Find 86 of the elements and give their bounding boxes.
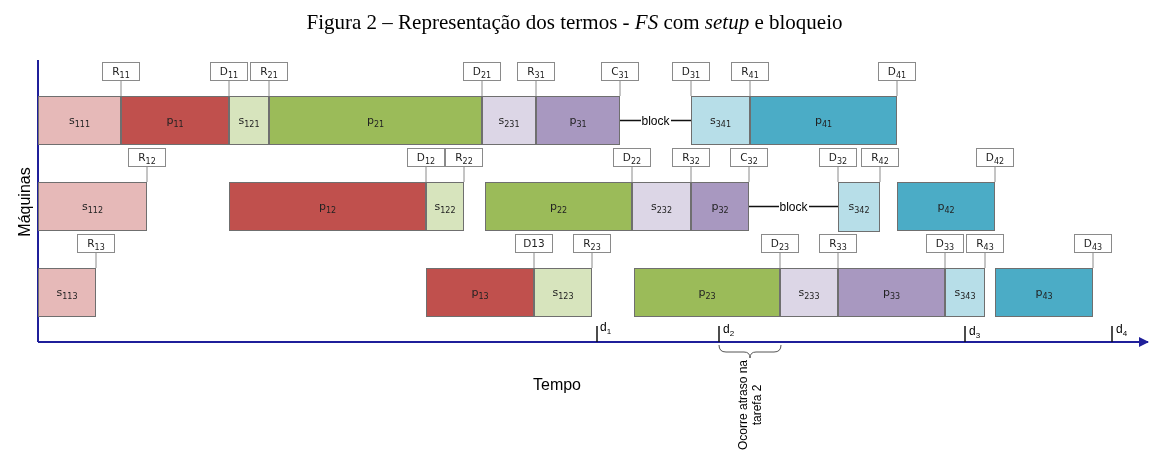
leader-line xyxy=(690,80,692,97)
time-marker-label: R$_{22}$ xyxy=(445,148,483,167)
tick-label: d$_{2}$ xyxy=(723,322,735,339)
task-bar: p$_{21}$ xyxy=(269,96,482,145)
leader-line xyxy=(984,252,986,269)
time-marker-label: R$_{41}$ xyxy=(731,62,769,81)
leader-line xyxy=(749,80,751,97)
time-marker-label: D$_{31}$ xyxy=(672,62,710,81)
task-bar: p$_{11}$ xyxy=(121,96,229,145)
time-marker-label: D$_{23}$ xyxy=(761,234,799,253)
leader-line xyxy=(779,252,781,269)
task-bar: p$_{41}$ xyxy=(750,96,897,145)
edge-label: block xyxy=(640,113,671,128)
task-bar: p$_{43}$ xyxy=(995,268,1093,317)
time-marker-label: D$_{42}$ xyxy=(976,148,1014,167)
task-bar: p$_{12}$ xyxy=(229,182,426,231)
leader-line xyxy=(690,166,692,183)
edge-label: block xyxy=(778,199,809,214)
task-bar: s$_{112}$ xyxy=(38,182,147,231)
leader-line xyxy=(837,252,839,269)
time-marker-label: C$_{32}$ xyxy=(730,148,768,167)
task-bar: s$_{111}$ xyxy=(38,96,121,145)
annotation-text: Ocorre atraso na tarefa 2 xyxy=(736,359,764,452)
task-bar: p$_{23}$ xyxy=(634,268,780,317)
task-bar: p$_{13}$ xyxy=(426,268,534,317)
time-marker-label: D$_{43}$ xyxy=(1074,234,1112,253)
tick-label: d$_{4}$ xyxy=(1116,322,1128,339)
leader-line xyxy=(463,166,465,183)
leader-line xyxy=(95,252,97,269)
time-marker-label: D$_{12}$ xyxy=(407,148,445,167)
task-bar: p$_{31}$ xyxy=(536,96,620,145)
leader-line xyxy=(533,252,535,269)
task-bar: p$_{32}$ xyxy=(691,182,749,231)
leader-line xyxy=(425,166,427,183)
leader-line xyxy=(944,252,946,269)
time-marker-label: R$_{23}$ xyxy=(573,234,611,253)
time-marker-label: D$_{33}$ xyxy=(926,234,964,253)
task-bar: p$_{42}$ xyxy=(897,182,995,231)
task-bar: s$_{342}$ xyxy=(838,182,880,232)
tick-label: d$_{1}$ xyxy=(600,320,612,337)
time-marker-label: D$_{11}$ xyxy=(210,62,248,81)
leader-line xyxy=(748,166,750,183)
leader-line xyxy=(619,80,621,97)
task-bar: s$_{231}$ xyxy=(482,96,536,145)
time-marker-label: R$_{13}$ xyxy=(77,234,115,253)
leader-line xyxy=(268,80,270,97)
task-bar: s$_{232}$ xyxy=(632,182,691,231)
leader-line xyxy=(879,166,881,183)
time-marker-label: D$_{21}$ xyxy=(463,62,501,81)
time-marker-label: R$_{11}$ xyxy=(102,62,140,81)
task-bar: s$_{113}$ xyxy=(38,268,96,317)
time-marker-label: D$_{32}$ xyxy=(819,148,857,167)
time-marker-label: D$_{22}$ xyxy=(613,148,651,167)
time-marker-label: C$_{31}$ xyxy=(601,62,639,81)
time-marker-label: R$_{33}$ xyxy=(819,234,857,253)
leader-line xyxy=(481,80,483,97)
time-marker-label: R$_{32}$ xyxy=(672,148,710,167)
leader-line xyxy=(591,252,593,269)
time-marker-label: R$_{43}$ xyxy=(966,234,1004,253)
leader-line xyxy=(228,80,230,97)
tick-label: d$_{3}$ xyxy=(969,324,981,341)
leader-line xyxy=(631,166,633,183)
time-marker-label: D13 xyxy=(515,234,553,253)
time-marker-label: R$_{31}$ xyxy=(517,62,555,81)
task-bar: s$_{341}$ xyxy=(691,96,750,145)
task-bar: s$_{343}$ xyxy=(945,268,985,317)
leader-line xyxy=(1092,252,1094,269)
leader-line xyxy=(994,166,996,183)
time-marker-label: R$_{21}$ xyxy=(250,62,288,81)
task-bar: s$_{233}$ xyxy=(780,268,838,317)
leader-line xyxy=(535,80,537,97)
leader-line xyxy=(120,80,122,97)
leader-line xyxy=(146,166,148,183)
time-marker-label: D$_{41}$ xyxy=(878,62,916,81)
task-bar: s$_{122}$ xyxy=(426,182,464,231)
leader-line xyxy=(837,166,839,183)
leader-line xyxy=(896,80,898,97)
time-marker-label: R$_{12}$ xyxy=(128,148,166,167)
task-bar: s$_{123}$ xyxy=(534,268,592,317)
axis-title: Máquinas xyxy=(16,167,34,237)
task-bar: p$_{33}$ xyxy=(838,268,945,317)
figure-title: Figura 2 – Representação dos termos - FS com setup e bloqueio xyxy=(306,10,843,34)
task-bar: s$_{121}$ xyxy=(229,96,269,145)
axis-title: Tempo xyxy=(533,376,581,394)
task-bar: p$_{22}$ xyxy=(485,182,632,231)
time-marker-label: R$_{42}$ xyxy=(861,148,899,167)
